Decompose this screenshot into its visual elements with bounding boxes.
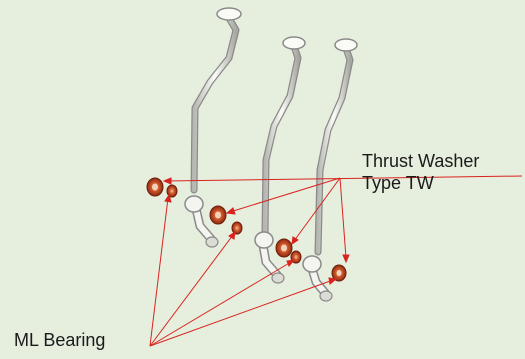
linkage-rod-3: [302, 38, 358, 302]
linkage-rod-2: [254, 36, 306, 284]
thrust-washer-3: [275, 238, 293, 258]
thrust-washer-2: [209, 205, 227, 225]
thrust-washer-1: [146, 177, 164, 197]
ml-bearing-4: [331, 264, 347, 282]
ml-bearing-label: ML Bearing: [14, 330, 106, 350]
ml-bearing-leader-lines: [149, 193, 338, 347]
linkage-rod-1: [184, 7, 242, 248]
thrust-washer-leader-lines: [162, 175, 523, 264]
ml-bearing-callout: ML Bearing: [14, 329, 105, 351]
thrust-washer-label: Thrust Washer: [362, 151, 480, 171]
ml-bearing-1: [166, 184, 178, 198]
thrust-washer-callout: Thrust Washer Type TW: [362, 150, 479, 194]
ml-bearing-2: [231, 221, 243, 235]
thrust-washer-type-label: Type TW: [362, 173, 434, 193]
